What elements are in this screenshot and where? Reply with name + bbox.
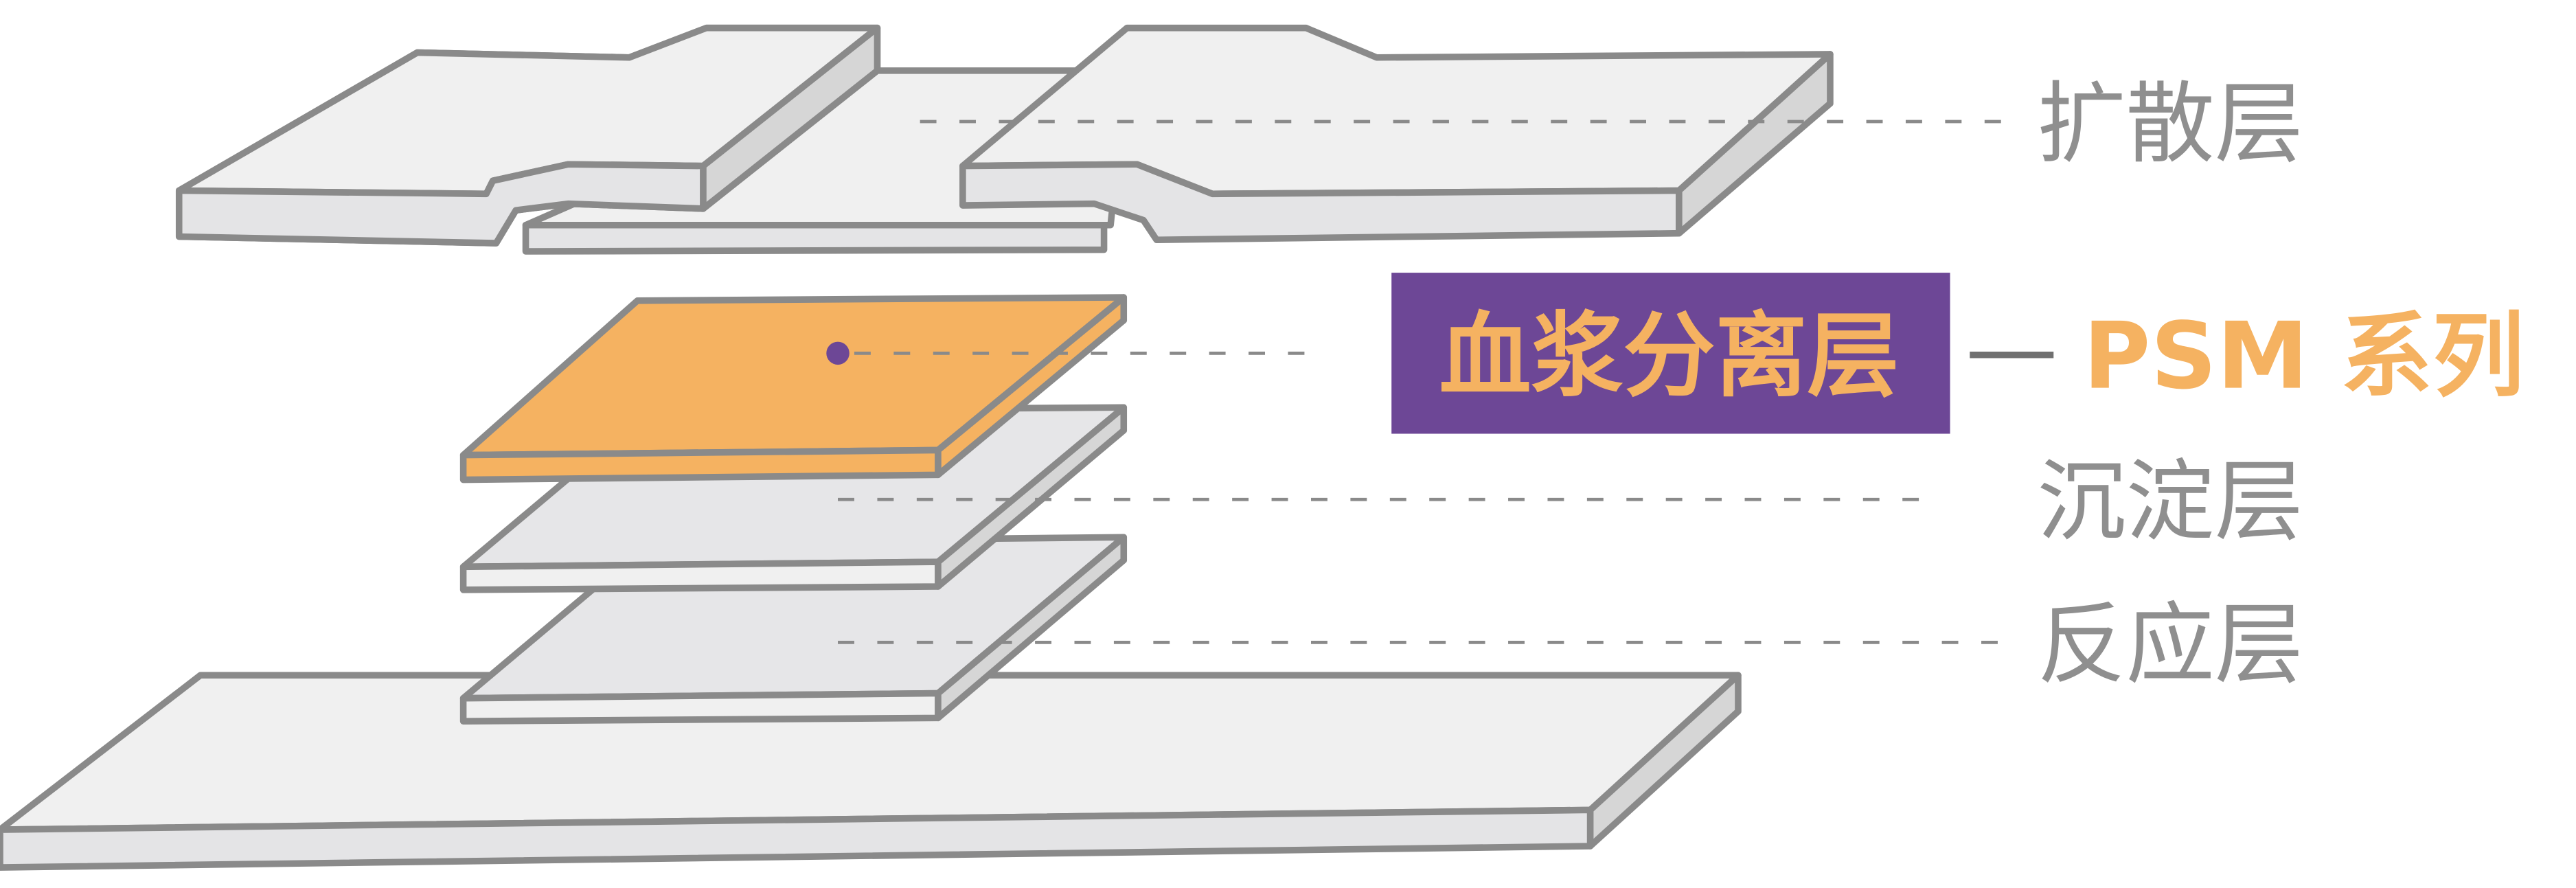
psm-series-label: PSM 系列 — [2083, 303, 2524, 410]
plasma-label-box — [1391, 273, 1950, 434]
reaction-layer-label: 反应层 — [2037, 593, 2303, 696]
diffusion-layer-label: 扩散层 — [2037, 73, 2303, 176]
sediment-layer-label: 沉淀层 — [2037, 451, 2303, 554]
plasma-marker-dot — [826, 341, 850, 365]
diffusion-layer-plate — [175, 24, 1834, 255]
base-plate — [0, 672, 1742, 871]
plasma-layer-label: 血浆分离层 — [1439, 303, 1900, 410]
plasma-layer-plate — [459, 294, 1128, 483]
